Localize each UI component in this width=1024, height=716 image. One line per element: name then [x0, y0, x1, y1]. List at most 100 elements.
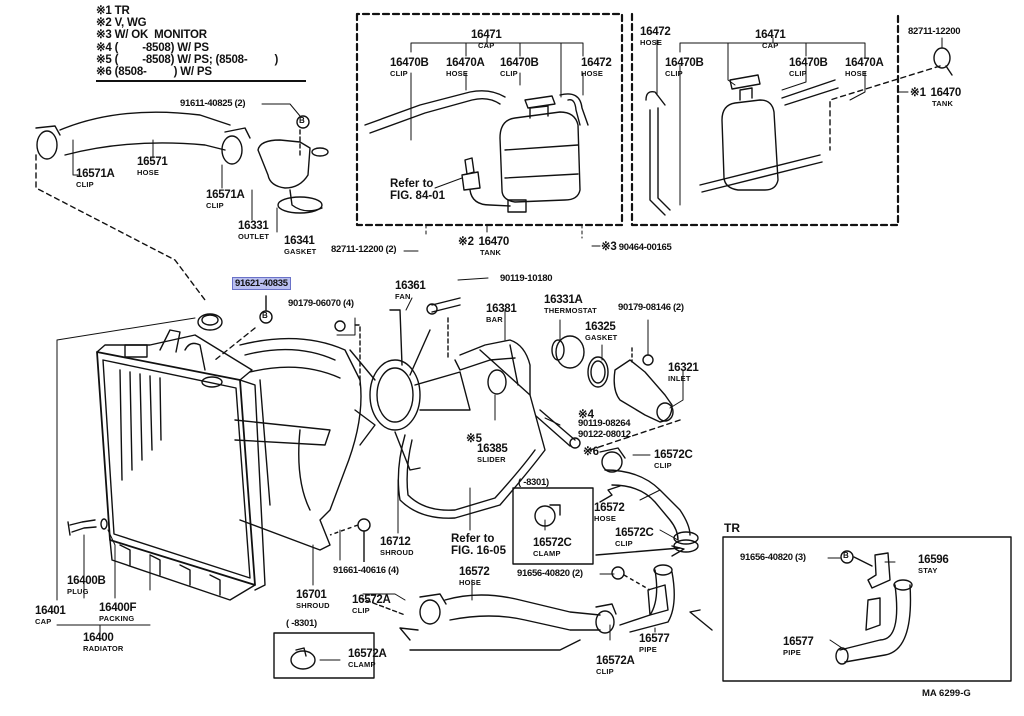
nut-90179-08146 — [642, 354, 654, 366]
tr-stay-16596-shape — [867, 552, 891, 589]
part-number-90122-08012[interactable]: 90122-08012 — [578, 429, 631, 440]
bolt-90119-10180 — [426, 297, 461, 315]
reservoir-tank-right — [645, 74, 839, 216]
note-1: ※1 TR — [96, 5, 130, 17]
reservoir-tank-left — [499, 95, 581, 203]
part-number-82711-12200-2[interactable]: 82711-12200 (2) — [331, 244, 397, 255]
part-number-90119-08264[interactable]: 90119-08264 — [578, 418, 631, 429]
nut-90179-06070 — [334, 320, 346, 332]
leader-dashed — [589, 419, 681, 451]
tank-group-box-v-wg — [355, 12, 624, 227]
notes-underline — [96, 80, 306, 82]
part-number-91656-40820-3[interactable]: 91656-40820 (3) — [740, 552, 806, 563]
flow-arrow — [599, 485, 621, 503]
flow-arrow — [409, 639, 581, 651]
inset-tr-label: TR — [724, 521, 740, 535]
mark-5: ※5 — [466, 433, 483, 445]
bolt-symbol-b: B — [262, 311, 268, 320]
bolt-marker-b — [296, 115, 310, 129]
figure-code: MA 6299-G — [922, 688, 971, 699]
bolt-marker-b — [259, 310, 273, 324]
part-number-91656-40820-2[interactable]: 91656-40820 (2) — [517, 568, 583, 579]
lower-hose-16572-right — [599, 447, 699, 553]
note-4: ※4 ( -8508) W/ PS — [96, 41, 209, 54]
part-number-82711-12200[interactable]: 82711-12200 — [908, 26, 961, 37]
tank-group-box-tr — [630, 12, 900, 227]
upper-hose-16571 — [35, 111, 251, 165]
part-number-90464-00165[interactable]: ※3 90464-00165 — [601, 241, 672, 253]
leader-dashed — [829, 65, 941, 151]
pipe-16577 — [619, 564, 675, 633]
leader-line — [853, 556, 873, 567]
note-6: ※6 (8508- ) W/ PS — [96, 66, 212, 79]
date-range-8301: ( -8301) — [518, 477, 549, 488]
part-number-91621-40835-highlighted[interactable]: 91621-40835 — [232, 277, 291, 290]
part-number-90179-06070[interactable]: 90179-06070 (4) — [288, 298, 354, 309]
leader-dashed — [214, 327, 256, 361]
bolt-marker-b — [840, 550, 854, 564]
level-sensor — [461, 157, 527, 213]
part-number-91611-40825[interactable]: 91611-40825 (2) — [180, 98, 246, 109]
overflow-hose-left — [364, 90, 589, 134]
fan-16361 — [349, 309, 471, 471]
leader-lines — [56, 37, 943, 661]
bar-16381 — [454, 339, 531, 396]
bolt-90119-08264 — [535, 409, 581, 449]
inset-box-16572a-clamp — [273, 632, 375, 679]
drain-plug-16400b — [67, 519, 97, 536]
part-number-90119-10180[interactable]: 90119-10180 — [500, 273, 553, 284]
leader-dashed — [359, 597, 406, 616]
hose-clamp-82711-right — [933, 47, 953, 76]
bolt-symbol-b: B — [299, 116, 305, 125]
clamp-16572a-shape — [290, 647, 316, 670]
packing-16400f-shape — [100, 518, 108, 530]
part-number-90179-08146[interactable]: 90179-08146 (2) — [618, 302, 684, 313]
inset-box-tr — [722, 536, 1012, 682]
part-number-91661-40616[interactable]: 91661-40616 (4) — [333, 565, 399, 576]
flow-arrow — [595, 547, 681, 556]
